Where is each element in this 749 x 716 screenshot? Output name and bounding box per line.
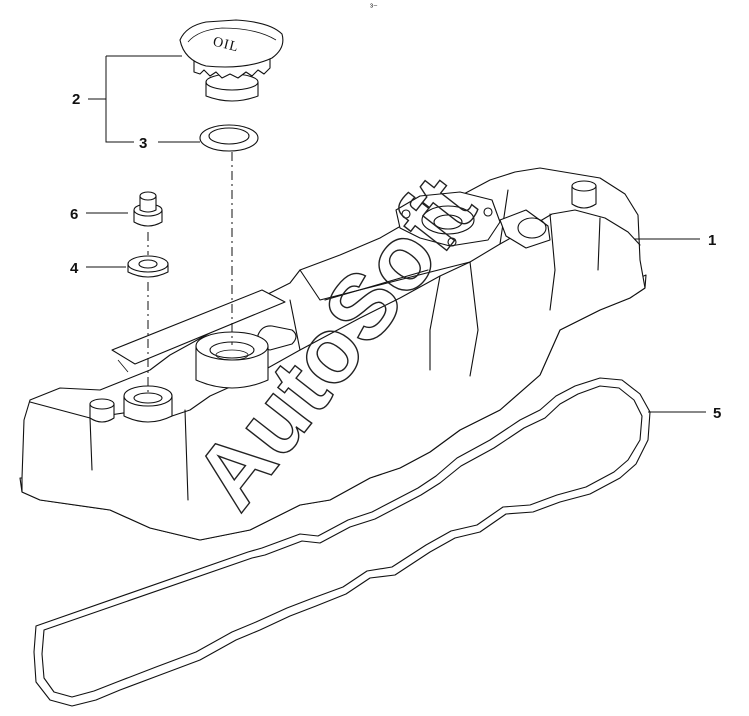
oil-embossed-label: OIL — [211, 35, 240, 56]
oil-filler-cap: OIL — [179, 19, 284, 102]
callout-leaders — [86, 55, 706, 413]
valve-cover — [19, 167, 647, 541]
oil-cap-gasket — [199, 124, 259, 152]
cover-bolt — [133, 191, 163, 227]
callout-5: 5 — [713, 405, 721, 422]
valve-cover-gasket — [33, 377, 651, 707]
callout-1: 1 — [708, 232, 716, 249]
top-mark: ³⁻ — [370, 2, 378, 12]
bolt-washer — [127, 255, 169, 278]
callout-6: 6 — [70, 206, 78, 223]
callout-3: 3 — [139, 135, 147, 152]
callout-4: 4 — [70, 260, 79, 277]
callout-2: 2 — [72, 91, 80, 108]
